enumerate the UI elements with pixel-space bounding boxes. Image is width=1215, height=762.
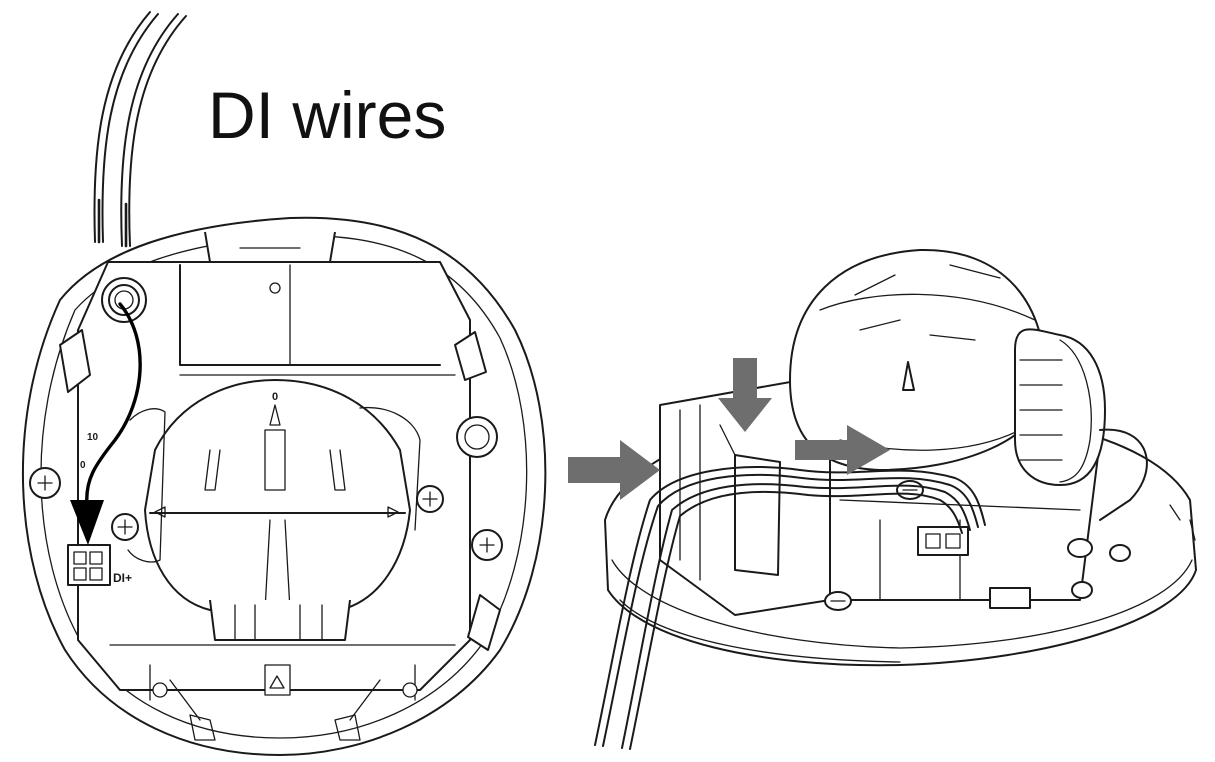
cable-gland: [101, 277, 147, 323]
screw-base-front: [824, 591, 852, 611]
screw-mid-left: [111, 513, 139, 541]
lens-focus-ring: [1014, 328, 1106, 486]
insert-arrow-left: [568, 440, 660, 500]
di-terminal-block: DI+: [67, 544, 132, 586]
dial-mark-10: 10: [87, 432, 99, 443]
di-plus-label: DI+: [113, 571, 132, 585]
screw-base-center: [896, 480, 924, 500]
svg-text:0: 0: [272, 391, 278, 403]
insert-arrow-right: [795, 425, 890, 475]
inserted-di-wires: [594, 466, 986, 750]
loose-di-wires: [93, 11, 187, 248]
camera-assembled-view: [568, 248, 1197, 750]
di-wires-label: DI wires: [208, 78, 447, 152]
wire-routing-arrow: [70, 302, 142, 545]
screw-base-right: [1067, 538, 1131, 599]
insert-arrow-down: [718, 358, 772, 432]
screw-right: [471, 529, 503, 561]
screw-left: [29, 467, 61, 499]
screw-mid-right: [416, 485, 444, 513]
camera-base-bottom-view: 0 10 0 DI+: [21, 216, 547, 756]
dial-mark-0: 0: [80, 460, 86, 471]
